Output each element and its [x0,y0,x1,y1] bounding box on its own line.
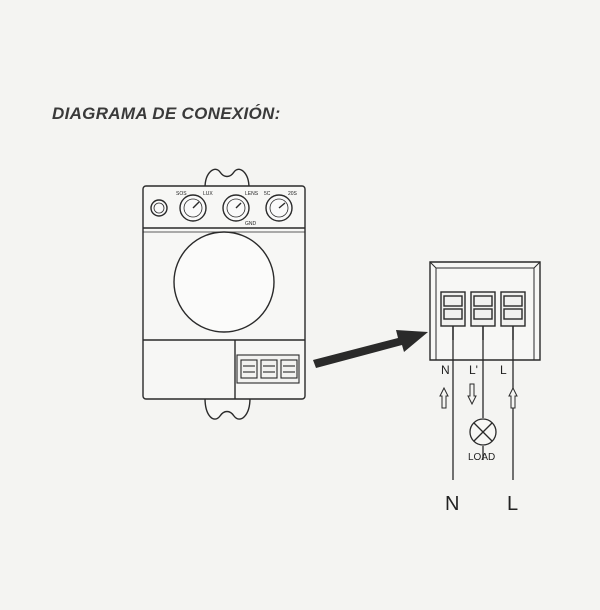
device-terminal-block [236,354,300,384]
dial-label: 20S [288,191,298,197]
pointer-arrow [313,330,428,368]
dial-label: LUX [203,191,213,197]
load-lamp-icon [469,418,497,446]
terminal-l [500,291,526,340]
terminal-n [440,291,466,340]
arrow-up-icon [439,386,449,409]
sensor-lens [173,231,275,333]
diagram-title: DIAGRAMA DE CONEXIÓN: [52,104,281,123]
terminal-block-enlarged [429,261,541,361]
arrow-down-icon [467,383,477,406]
dial-label: LENS [245,191,259,197]
led-indicator [150,199,168,217]
top-mounting-ear [204,168,250,189]
bottom-mounting-ear [204,397,251,420]
dial-lux [179,194,207,222]
dial-sensitivity [222,194,250,222]
sensor-device [142,168,306,420]
terminal-label-l: L [500,363,507,377]
dial-label: 5C [264,191,271,197]
dial-label: SOS [176,191,187,197]
dial-time [265,194,293,222]
terminal-label-n: N [441,363,450,377]
dial-label: GND [245,221,257,227]
supply-neutral-label: N [445,493,459,515]
terminal-label-l-prime: L' [469,363,478,377]
flow-arrows [439,383,518,409]
terminal-l-prime [470,291,496,340]
arrow-up-icon [508,386,518,409]
load-label: LOAD [468,452,495,463]
supply-line-label: L [507,493,518,515]
